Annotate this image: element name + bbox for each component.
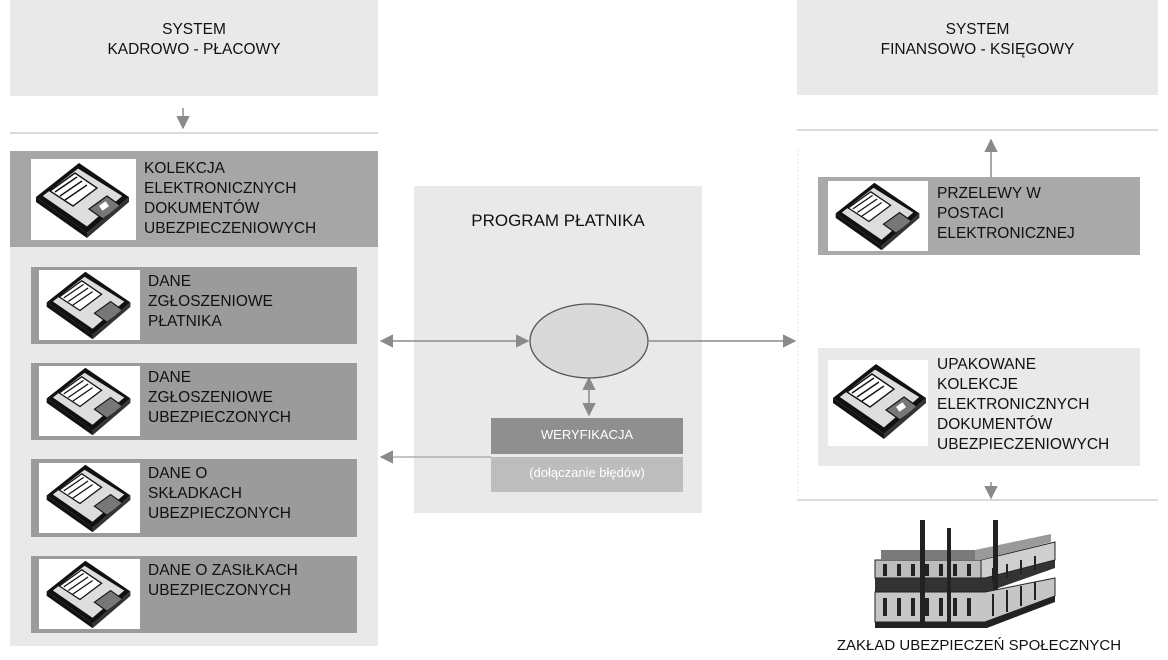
left-item-2-disk-card — [39, 366, 140, 436]
hr-system-title-line2: KADROWO - PŁACOWY — [107, 41, 281, 58]
error-attachment-box: (dołączanie błędów) — [491, 457, 683, 492]
right-item-2-label: UPAKOWANE KOLEKCJE ELEKTRONICZNYCH DOKUM… — [937, 356, 1110, 453]
left-item-4-disk-card — [39, 559, 140, 629]
collection-label: KOLEKCJA ELEKTRONICZNYCH DOKUMENTÓW UBEZ… — [144, 160, 317, 237]
left-item-1-label: DANE ZGŁOSZENIOWE PŁATNIKA — [148, 273, 273, 330]
left-item-4-label: DANE O ZASIŁKACH UBEZPIECZONYCH — [148, 562, 298, 599]
left-item-2-label: DANE ZGŁOSZENIOWE UBEZPIECZONYCH — [148, 369, 291, 426]
finance-system-title-line1: SYSTEM — [945, 21, 1010, 38]
hr-system-title-line1: SYSTEM — [162, 21, 226, 38]
payer-program-title: PROGRAM PŁATNIKA — [471, 211, 645, 230]
left-item-1-disk-card — [39, 270, 140, 340]
building-icon — [874, 520, 1056, 628]
finance-system-title-line2: FINANSOWO - KSIĘGOWY — [880, 41, 1075, 58]
collection-disk-card — [31, 159, 136, 240]
left-item-3-disk-card — [39, 463, 140, 533]
finance-accounting-system-box: SYSTEM FINANSOWO - KSIĘGOWY — [797, 0, 1158, 95]
verification-box: WERYFIKACJA — [491, 418, 683, 454]
hr-payroll-system-box: SYSTEM KADROWO - PŁACOWY — [10, 0, 378, 96]
right-item-1-label: PRZELEWY W POSTACI ELEKTRONICZNEJ — [937, 185, 1075, 242]
zus-label: ZAKŁAD UBEZPIECZEŃ SPOŁECZNYCH — [836, 637, 1122, 654]
right-item-1-disk-card — [828, 181, 928, 251]
left-item-3-label: DANE O SKŁADKACH UBEZPIECZONYCH — [148, 465, 291, 522]
processing-ellipse — [529, 303, 649, 379]
right-item-2-disk-card — [828, 360, 928, 446]
